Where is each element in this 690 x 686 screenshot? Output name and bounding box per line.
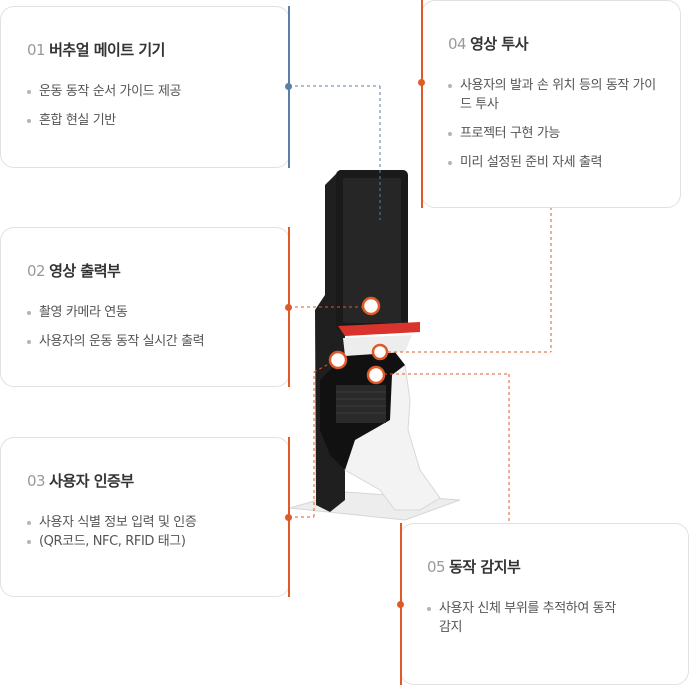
kiosk-red-shelf bbox=[338, 322, 420, 336]
kiosk-speaker-grille bbox=[336, 385, 386, 423]
accent-line-04 bbox=[421, 0, 423, 208]
list-item: 사용자 신체 부위를 추적하여 동작 감지 bbox=[427, 599, 627, 637]
marker-05 bbox=[366, 365, 386, 385]
card-number: 01 bbox=[27, 41, 46, 59]
dot-04 bbox=[418, 79, 425, 86]
list-item: (QR코드, NFC, RFID 태그) bbox=[27, 532, 269, 551]
list-item: 미리 설정된 준비 자세 출력 bbox=[448, 153, 660, 172]
card-number: 03 bbox=[27, 472, 46, 490]
card-number: 04 bbox=[448, 35, 467, 53]
list-item: 프로젝터 구현 가능 bbox=[448, 124, 660, 143]
list-item: 사용자의 운동 동작 실시간 출력 bbox=[27, 332, 269, 351]
card-list: 사용자 식별 정보 입력 및 인증 (QR코드, NFC, RFID 태그) bbox=[27, 513, 269, 551]
list-item: 사용자의 발과 손 위치 등의 동작 가이드 투사 bbox=[448, 76, 660, 114]
list-item: 운동 동작 순서 가이드 제공 bbox=[27, 82, 269, 101]
card-list: 운동 동작 순서 가이드 제공 혼합 현실 기반 bbox=[27, 82, 269, 130]
card-number: 05 bbox=[427, 558, 446, 576]
marker-02 bbox=[361, 296, 381, 316]
marker-03 bbox=[328, 350, 348, 370]
list-item: 혼합 현실 기반 bbox=[27, 111, 269, 130]
dot-01 bbox=[285, 83, 292, 90]
dot-02 bbox=[285, 304, 292, 311]
dot-03 bbox=[285, 514, 292, 521]
card-list: 촬영 카메라 연동 사용자의 운동 동작 실시간 출력 bbox=[27, 303, 269, 351]
card-list: 사용자 신체 부위를 추적하여 동작 감지 bbox=[427, 599, 627, 637]
dot-05 bbox=[397, 601, 404, 608]
list-item: 촬영 카메라 연동 bbox=[27, 303, 269, 322]
card-list: 사용자의 발과 손 위치 등의 동작 가이드 투사 프로젝터 구현 가능 미리 … bbox=[448, 76, 660, 172]
marker-04 bbox=[371, 343, 389, 361]
card-number: 02 bbox=[27, 262, 46, 280]
list-item: 사용자 식별 정보 입력 및 인증 bbox=[27, 513, 269, 532]
